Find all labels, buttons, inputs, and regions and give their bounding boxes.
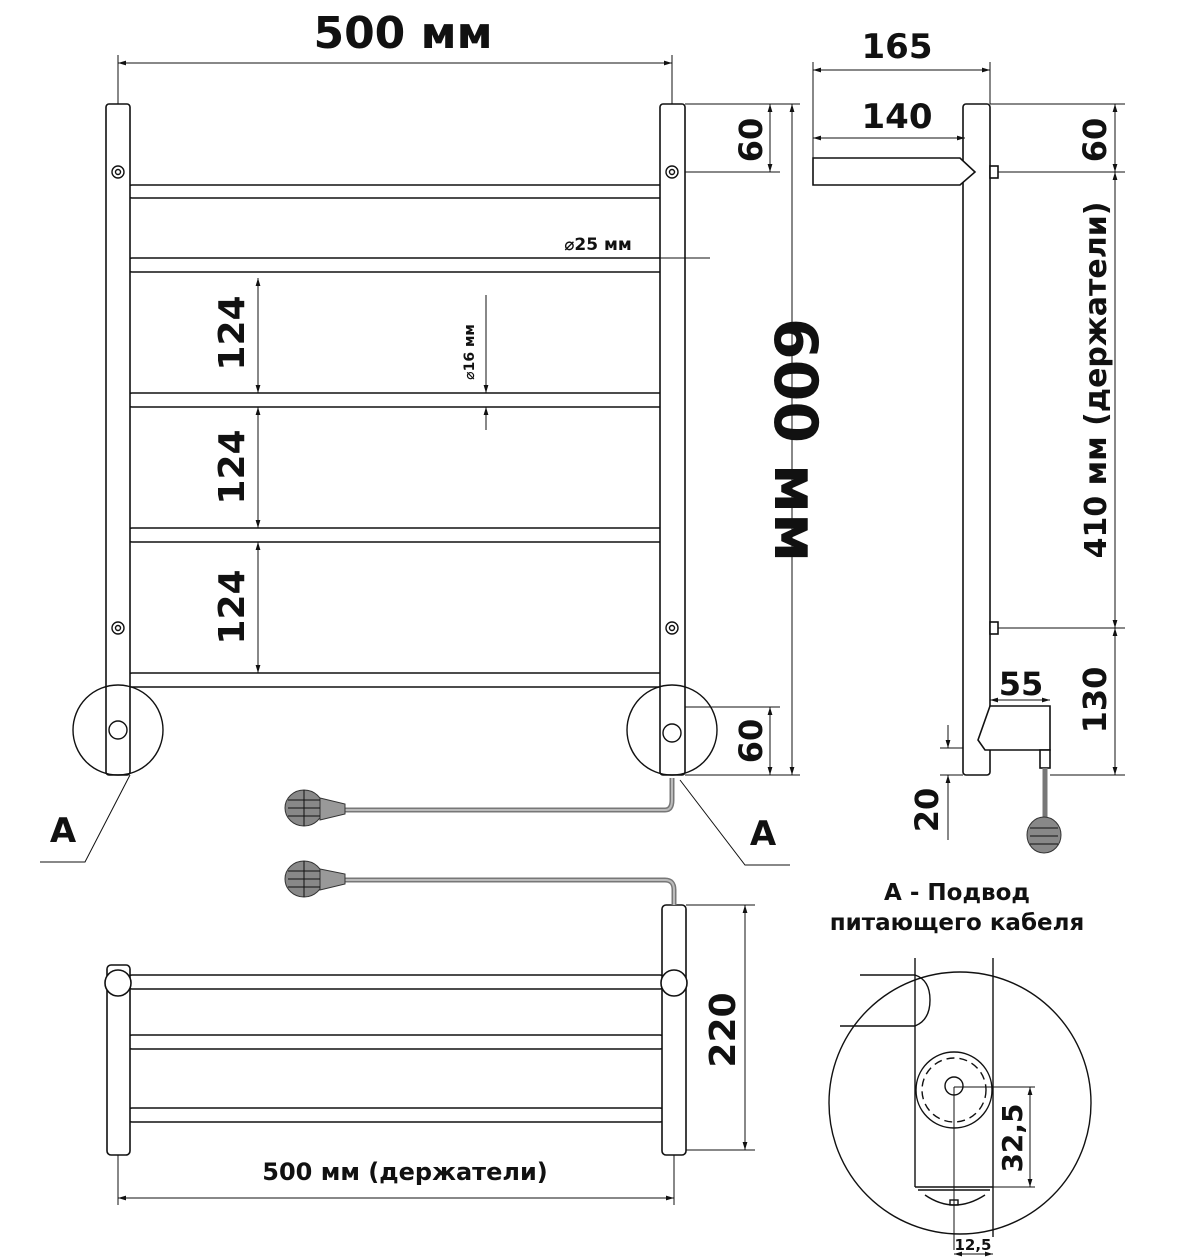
side-arm-label: 140 [862,97,933,137]
side-depth-label: 165 [862,27,933,67]
side-upright [962,103,991,776]
front-view: А А 500 мм 60 60 600 мм 124 124 124 ⌀25 … [40,8,830,866]
callout-circle-left [72,684,164,776]
pitch-label-1: 124 [212,295,253,370]
detail-vertical-label: 32,5 [996,1103,1029,1172]
rungs [125,184,667,688]
cable-offset-label: 55 [999,665,1044,703]
plug-icon [1026,816,1062,854]
mount-holes [111,165,679,635]
detail-a: А - Подвод питающего кабеля 32,5 12,5 [828,880,1092,1257]
holders-width-label: 500 мм (держатели) [262,1158,547,1186]
plug-icon [284,860,346,898]
holders-label: 410 мм (держатели) [1079,202,1114,559]
pitch-label-2: 124 [212,429,253,504]
detail-horizontal-label: 12,5 [954,1236,991,1254]
pitch-label-3: 124 [212,569,253,644]
top-depth-label: 220 [703,992,744,1067]
side-bottom-label: 130 [1076,667,1114,734]
front-top-offset-label: 60 [732,118,770,163]
plug-icon [284,789,346,827]
top-view: 220 500 мм (держатели) [104,860,755,1205]
callout-label-left: А [50,811,77,851]
callout-circle-right [626,684,718,776]
detail-title-line1: А - Подвод [884,880,1030,906]
side-arm [812,157,977,186]
height-label: 600 мм [760,318,830,562]
callout-label-right: А [750,814,777,854]
side-top-offset-label: 60 [1076,118,1114,163]
tube-diameter-label: ⌀25 мм [564,235,632,255]
left-upright [105,103,131,776]
width-label: 500 мм [313,8,492,59]
detail-title-line2: питающего кабеля [830,910,1084,936]
right-upright [659,103,686,776]
front-bottom-offset-label: 60 [732,719,770,764]
side-view: 165 140 60 410 мм (держатели) 130 55 20 [812,27,1125,854]
rung-diameter-label: ⌀16 мм [462,324,478,380]
bottom-gap-label: 20 [908,788,946,833]
